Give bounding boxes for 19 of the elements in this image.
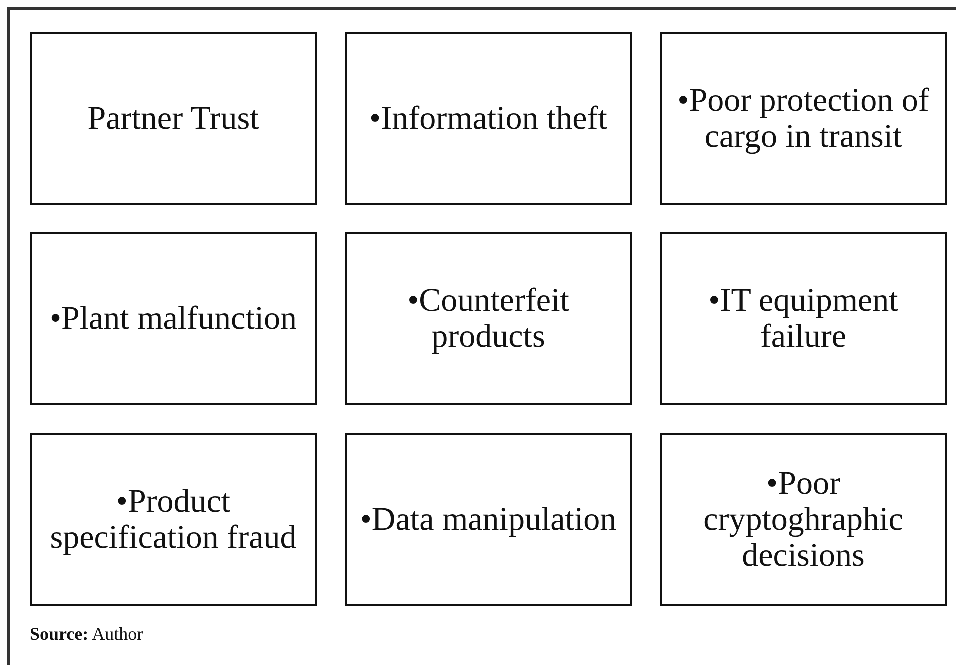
text-box [30, 232, 317, 405]
text-box [660, 32, 947, 205]
box-text: •Poor protection of cargo in transit [676, 82, 930, 154]
text-box [30, 32, 317, 205]
text-box [660, 232, 947, 405]
text-box [30, 433, 317, 606]
source-note: Source: Author [30, 624, 144, 645]
text-box [345, 433, 632, 606]
box-text: •Information theft [370, 100, 608, 136]
box-text: •Plant malfunction [50, 300, 298, 336]
text-box [345, 232, 632, 405]
text-box [345, 32, 632, 205]
box-text: •Product specification fraud [49, 484, 298, 556]
box-text: •Poor cryptoghraphic decisions [702, 466, 904, 574]
box-text: •Counterfeit products [406, 282, 570, 354]
box-text: Partner Trust [88, 100, 260, 136]
box-text: •Data manipulation [360, 502, 617, 538]
text-box [660, 433, 947, 606]
box-text: •IT equipment failure [708, 282, 900, 354]
